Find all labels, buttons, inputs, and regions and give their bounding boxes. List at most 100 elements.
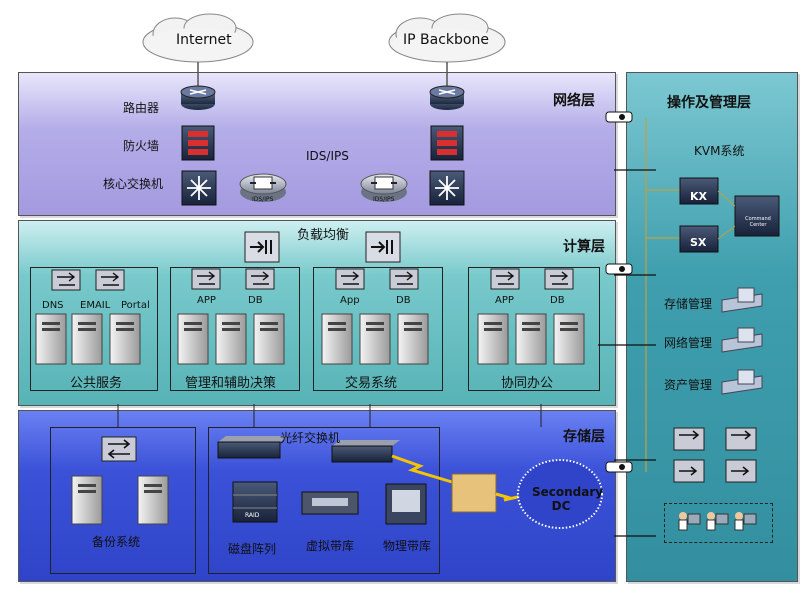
core-switch-label: 核心交换机: [103, 177, 164, 191]
internet-cloud: [142, 13, 254, 63]
management-connections: [645, 118, 680, 472]
server-icon: [215, 313, 247, 365]
storage-mgmt-icon: [721, 287, 763, 313]
kx-label: KX: [690, 190, 708, 203]
server-icon: [515, 313, 547, 365]
public-service-group: [30, 267, 158, 391]
server-icon: [71, 313, 103, 365]
ids-label: IDS/IPS: [306, 149, 349, 163]
storage-mgmt-label: 存储管理: [664, 297, 713, 311]
management-layer-panel: [626, 72, 798, 582]
backbone-label: IP Backbone: [403, 32, 489, 48]
backup-group: [50, 427, 196, 574]
load-balancer-icon: [244, 231, 280, 263]
compute-layer-title: 计算层: [563, 239, 605, 255]
mgmt-switch-icon: [725, 427, 757, 451]
mgmt-lb-icon: [673, 459, 705, 483]
physical-tape-icon: [385, 483, 427, 525]
ids-ips-icon: [239, 173, 287, 202]
router-icon: [180, 85, 216, 110]
network-mgmt-icon: [721, 327, 763, 353]
raid-caption: RAID: [245, 512, 260, 519]
router-icon: [429, 85, 465, 110]
server-icon: [397, 313, 429, 365]
backup-switch-icon: [101, 436, 137, 462]
switch-icon: [490, 268, 520, 290]
storage-devices-group: [208, 427, 440, 574]
storage-layer-title: 存储层: [563, 429, 605, 445]
virtual-tape-icon: [301, 491, 359, 515]
server-icon: [109, 313, 141, 365]
group-name: 交易系统: [345, 376, 398, 391]
asset-mgmt-icon: [721, 369, 763, 395]
modem-icon: [451, 473, 497, 513]
ids-device-caption: IDS/IPS: [373, 196, 395, 203]
backbone-cloud: [388, 13, 506, 63]
switch-icon: [191, 268, 221, 290]
connector-icon: [605, 461, 633, 473]
switch-icon: [544, 268, 574, 290]
network-mgmt-label: 网络管理: [664, 336, 713, 350]
firewall-icon: [181, 125, 215, 161]
switch-icon: [389, 268, 419, 290]
portal-label: Portal: [121, 300, 150, 311]
switch-icon: [335, 268, 365, 290]
network-layer-panel: [18, 72, 616, 216]
operator-icon: [706, 512, 729, 531]
server-icon: [359, 313, 391, 365]
mgmt-lb-icon: [725, 459, 757, 483]
backup-label: 备份系统: [92, 535, 141, 549]
backup-server-icon: [71, 475, 103, 525]
network-layer-title: 网络层: [553, 93, 595, 109]
sx-label: SX: [690, 236, 707, 249]
load-balance-label: 负载均衡: [297, 228, 350, 243]
group-name: 公共服务: [70, 376, 123, 391]
dns-label: DNS: [42, 300, 64, 311]
db-label: DB: [550, 295, 565, 306]
fc-switch-label: 光纤交换机: [280, 431, 341, 445]
backup-server-icon: [137, 475, 169, 525]
db-label: DB: [396, 295, 411, 306]
compute-layer-panel: [18, 220, 616, 406]
ids-device-caption: IDS/IPS: [252, 196, 274, 203]
email-label: EMAIL: [80, 300, 111, 311]
physical-tape-label: 物理带库: [383, 539, 432, 553]
db-label: DB: [248, 295, 263, 306]
server-icon: [553, 313, 585, 365]
server-icon: [177, 313, 209, 365]
command-center-icon: [734, 195, 780, 237]
fc-switch-icon: [331, 440, 400, 463]
server-icon: [321, 313, 353, 365]
switch-icon: [245, 268, 275, 290]
operator-icon: [734, 512, 757, 531]
firewall-label: 防火墙: [123, 139, 160, 153]
command-center-label: Command Center: [745, 216, 771, 228]
kvm-label: KVM系统: [694, 144, 745, 158]
app-label: App: [340, 295, 360, 306]
server-icon: [477, 313, 509, 365]
virtual-tape-label: 虚拟带库: [306, 539, 355, 553]
app-label: APP: [495, 295, 514, 306]
asset-mgmt-label: 资产管理: [664, 378, 713, 392]
trading-system-group: [313, 267, 443, 391]
disk-array-label: 磁盘阵列: [228, 542, 277, 556]
sx-device-icon: [679, 225, 719, 253]
operator-icon: [678, 512, 701, 531]
secondary-dc-label: Secondary DC: [532, 485, 604, 513]
server-icon: [35, 313, 67, 365]
app-label: APP: [197, 295, 216, 306]
group-name: 协同办公: [501, 376, 554, 391]
switch-icon: [95, 269, 125, 291]
load-balancer-icon: [365, 231, 401, 263]
group-name: 管理和辅助决策: [185, 376, 277, 391]
fc-switch-icon: [217, 436, 288, 459]
ids-ips-icon: [360, 173, 408, 202]
internet-label: Internet: [176, 32, 232, 48]
compute-switches: [51, 268, 574, 291]
core-switch-icon: [429, 170, 465, 206]
compute-servers: [35, 313, 585, 365]
mgmt-layer-title: 操作及管理层: [667, 95, 751, 111]
connector-icon: [605, 111, 633, 123]
core-switch-icon: [181, 170, 217, 206]
